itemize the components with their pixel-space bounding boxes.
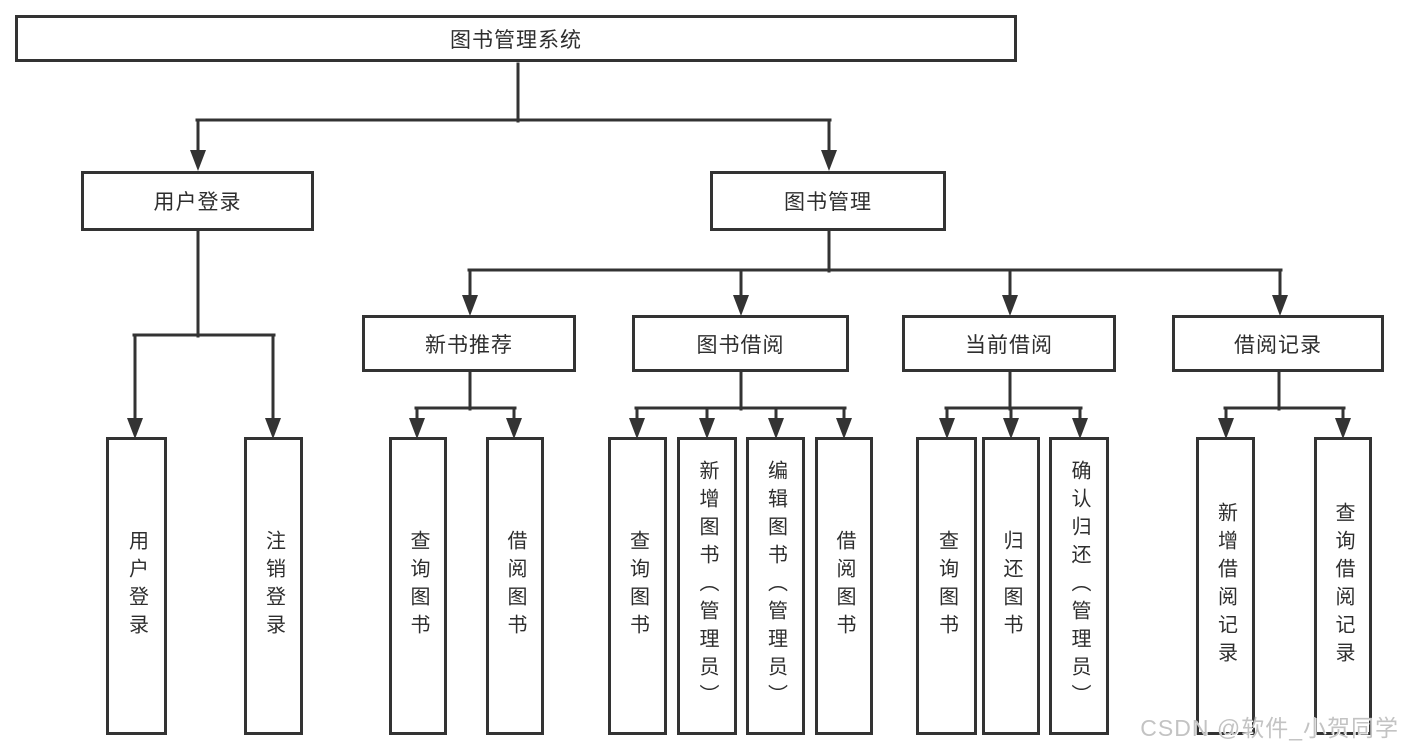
leaf-add-borrow-record: 新增借阅记录 (1196, 437, 1255, 735)
node-user-login: 用户登录 (81, 171, 314, 231)
node-system-root: 图书管理系统 (15, 15, 1017, 62)
leaf-borrow-book-1: 借阅图书 (486, 437, 544, 735)
node-current-borrow: 当前借阅 (902, 315, 1116, 372)
leaf-borrow-book-2: 借阅图书 (815, 437, 873, 735)
node-borrow-records: 借阅记录 (1172, 315, 1384, 372)
leaf-query-book-3: 查询图书 (916, 437, 977, 735)
leaf-return-book: 归还图书 (982, 437, 1040, 735)
node-new-book-recommend: 新书推荐 (362, 315, 576, 372)
leaf-edit-book-admin: 编辑图书（管理员） (746, 437, 805, 735)
leaf-query-borrow-record: 查询借阅记录 (1314, 437, 1372, 735)
leaf-logout: 注销登录 (244, 437, 303, 735)
node-book-management: 图书管理 (710, 171, 946, 231)
leaf-query-book-1: 查询图书 (389, 437, 447, 735)
leaf-query-book-2: 查询图书 (608, 437, 667, 735)
leaf-user-login: 用户登录 (106, 437, 167, 735)
node-book-borrow: 图书借阅 (632, 315, 849, 372)
csdn-watermark: CSDN @软件_小贺同学 (1140, 715, 1399, 741)
leaf-add-book-admin: 新增图书（管理员） (677, 437, 737, 735)
leaf-confirm-return-admin: 确认归还（管理员） (1049, 437, 1109, 735)
